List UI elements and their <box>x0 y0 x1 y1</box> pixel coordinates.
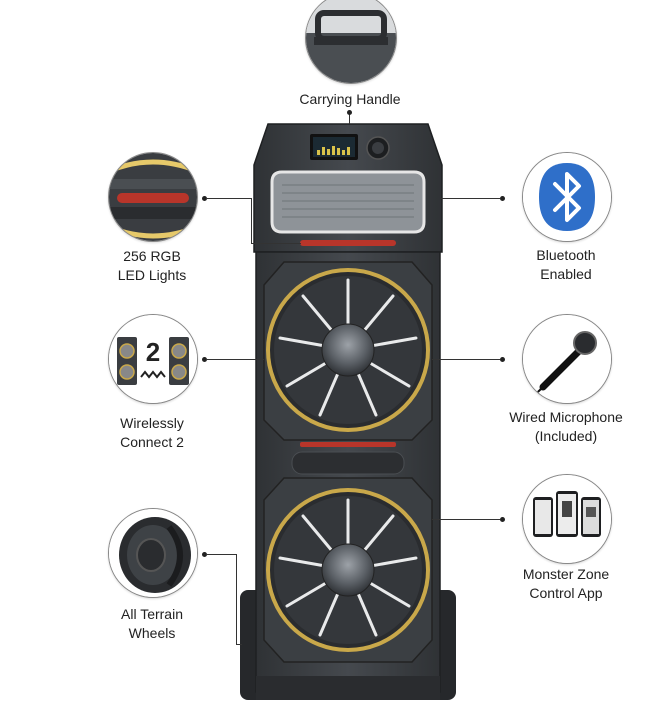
bluetooth-callout-dot <box>500 196 505 201</box>
led-strip-icon <box>109 153 197 241</box>
app-label: Monster Zone Control App <box>522 566 610 601</box>
wireless-connect-label: Wirelessly Connect 2 <box>120 415 184 450</box>
terrain-wheels-label: All Terrain Wheels <box>121 606 183 641</box>
bluetooth-callout <box>522 152 612 242</box>
app-callout <box>522 474 612 564</box>
wheels-callout-dot <box>202 552 207 557</box>
led-lights-label: 256 RGB LED Lights <box>117 248 187 283</box>
top-grille <box>270 170 426 234</box>
upper-woofer <box>263 261 433 441</box>
middle-panel <box>291 451 405 475</box>
led-lights-callout <box>108 152 198 242</box>
led-bar-top <box>300 240 396 246</box>
wireless-count-badge: 2 <box>145 337 161 367</box>
terrain-wheels-callout <box>108 508 198 598</box>
led-bar-middle <box>300 442 396 447</box>
bluetooth-label: Bluetooth Enabled <box>536 247 596 282</box>
twin-speakers-icon <box>109 315 197 403</box>
lower-woofer <box>263 477 433 663</box>
handle-icon <box>306 0 396 83</box>
app-callout-dot <box>500 517 505 522</box>
bluetooth-icon <box>523 153 611 241</box>
carrying-handle-label: Carrying Handle <box>299 91 401 107</box>
wheel-icon <box>109 509 197 597</box>
microphone-icon <box>523 315 611 403</box>
wireless-connect-callout: 2 <box>108 314 198 404</box>
microphone-callout <box>522 314 612 404</box>
led-callout-dot <box>202 196 207 201</box>
microphone-callout-dot <box>500 357 505 362</box>
carrying-handle-callout <box>305 0 397 84</box>
wireless-callout-dot <box>202 357 207 362</box>
microphone-label: Wired Microphone (Included) <box>509 409 623 444</box>
speaker-base <box>256 676 440 700</box>
phones-app-icon <box>523 475 611 563</box>
